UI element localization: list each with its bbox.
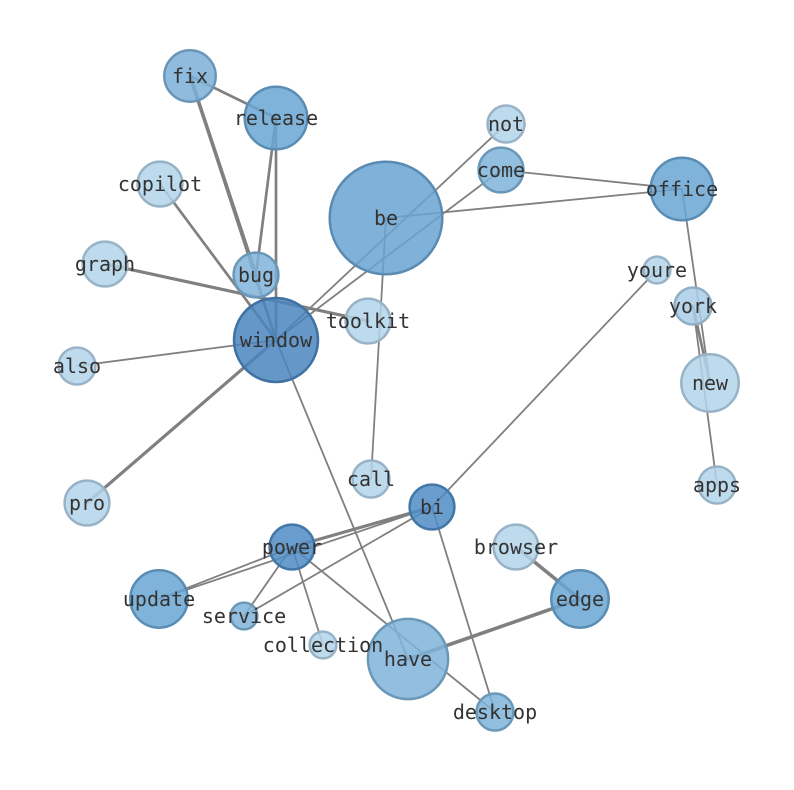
node-toolkit[interactable] <box>344 297 392 345</box>
node-label-office: office <box>646 177 718 201</box>
edge-bi-desktop <box>431 506 496 713</box>
node-not[interactable] <box>486 104 526 144</box>
node-also[interactable] <box>57 346 97 386</box>
node-update[interactable] <box>129 569 189 629</box>
node-be[interactable] <box>328 160 444 276</box>
edge-office-new <box>681 188 711 384</box>
edge-bi-power <box>290 505 434 549</box>
node-label-release: release <box>234 106 318 130</box>
node-label-have: have <box>384 647 432 671</box>
node-label-apps: apps <box>693 473 741 497</box>
node-label-not: not <box>488 112 524 136</box>
node-label-fix: fix <box>172 64 208 88</box>
node-service[interactable] <box>229 601 259 631</box>
edge-youre-bi <box>431 269 658 508</box>
node-york[interactable] <box>673 286 713 326</box>
node-label-be: be <box>374 206 398 230</box>
node-label-service: service <box>202 604 286 628</box>
node-label-edge: edge <box>556 587 604 611</box>
node-label-come: come <box>477 158 525 182</box>
edge-graph-toolkit <box>103 262 370 323</box>
node-label-youre: youre <box>627 258 687 282</box>
node-label-toolkit: toolkit <box>326 309 410 333</box>
node-label-bug: bug <box>238 263 274 287</box>
node-bi[interactable] <box>408 483 456 531</box>
node-graph[interactable] <box>81 240 129 288</box>
node-call[interactable] <box>351 459 391 499</box>
node-label-call: call <box>347 467 395 491</box>
node-bug[interactable] <box>232 251 280 299</box>
node-label-window: window <box>240 328 313 352</box>
node-have[interactable] <box>366 617 450 701</box>
node-release[interactable] <box>243 85 309 151</box>
edge-window-have <box>275 339 409 660</box>
node-label-also: also <box>53 354 101 378</box>
node-layer <box>57 49 740 732</box>
label-layer: fix release not come copilot be office graph bug… <box>53 64 741 724</box>
node-copilot[interactable] <box>136 160 184 208</box>
node-power[interactable] <box>268 523 316 571</box>
node-label-pro: pro <box>69 491 105 515</box>
node-pro[interactable] <box>63 479 111 527</box>
node-label-power: power <box>262 535 322 559</box>
node-fix[interactable] <box>163 49 217 103</box>
node-new[interactable] <box>680 353 740 413</box>
node-label-york: york <box>669 294 717 318</box>
node-label-desktop: desktop <box>453 700 537 724</box>
node-label-update: update <box>123 587 195 611</box>
edge-bi-service <box>243 506 433 617</box>
node-label-browser: browser <box>474 535 558 559</box>
node-label-collection: collection <box>263 633 383 657</box>
node-office[interactable] <box>649 156 715 222</box>
node-youre[interactable] <box>642 255 672 285</box>
node-come[interactable] <box>477 146 525 194</box>
node-collection[interactable] <box>308 630 338 660</box>
node-window[interactable] <box>232 296 320 384</box>
node-browser[interactable] <box>492 523 540 571</box>
node-edge[interactable] <box>550 569 610 629</box>
node-label-bi: bi <box>420 495 444 519</box>
node-label-new: new <box>692 371 729 395</box>
node-apps[interactable] <box>697 465 737 505</box>
node-label-copilot: copilot <box>118 172 202 196</box>
node-label-graph: graph <box>75 252 135 276</box>
node-desktop[interactable] <box>475 692 515 732</box>
